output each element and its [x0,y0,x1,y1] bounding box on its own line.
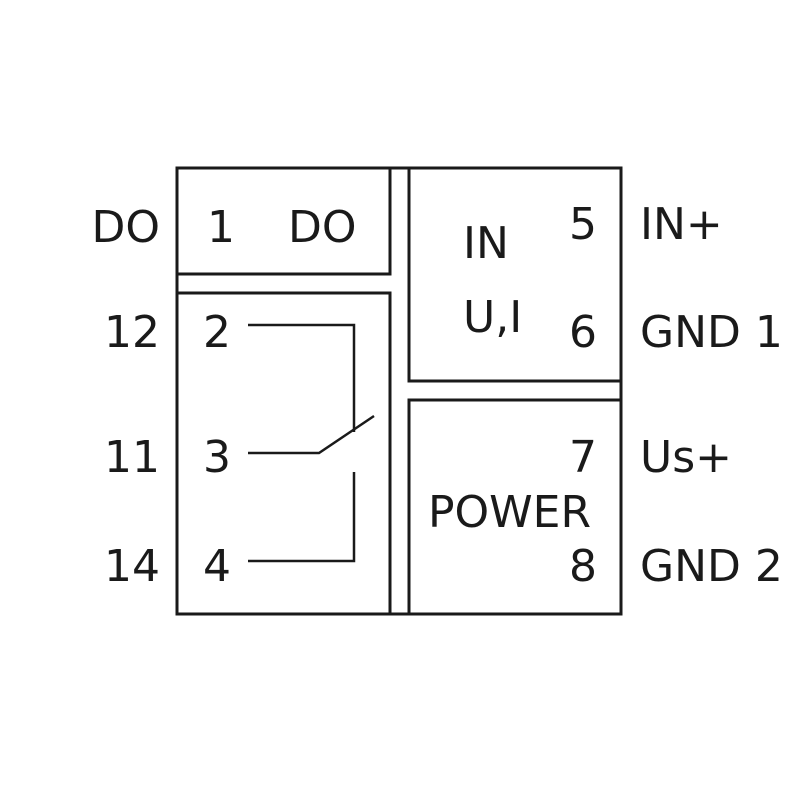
relay-wire-pin3 [248,414,375,455]
pin-2: 2 [203,307,231,358]
right-label-us-plus: Us+ [640,432,732,483]
pin-7: 7 [569,432,597,483]
relay-wire-pin2 [248,323,356,432]
module-outline [175,166,623,616]
pin-8: 8 [569,541,597,592]
pin-1: 1 [207,202,235,253]
right-label-gnd2: GND 2 [640,541,783,592]
left-label-12: 12 [104,307,160,358]
pin-5: 5 [569,199,597,250]
relay-block-outline [175,291,392,616]
right-label-in-plus: IN+ [640,199,723,250]
pin-6: 6 [569,307,597,358]
input-block-outline [407,166,623,383]
pin-3: 3 [203,432,231,483]
power-title: POWER [428,487,591,538]
input-title: IN [463,218,509,269]
left-label-11: 11 [104,432,160,483]
power-block-outline [407,398,623,616]
relay-contact-symbol [248,323,375,563]
input-subtitle: U,I [463,292,522,343]
left-label-14: 14 [104,541,160,592]
relay-wire-pin4 [248,472,356,563]
left-label-do: DO [91,202,160,253]
right-label-gnd1: GND 1 [640,307,783,358]
do-block-outline [175,166,392,276]
do-block-name: DO [288,202,357,253]
pin-4: 4 [203,541,231,592]
